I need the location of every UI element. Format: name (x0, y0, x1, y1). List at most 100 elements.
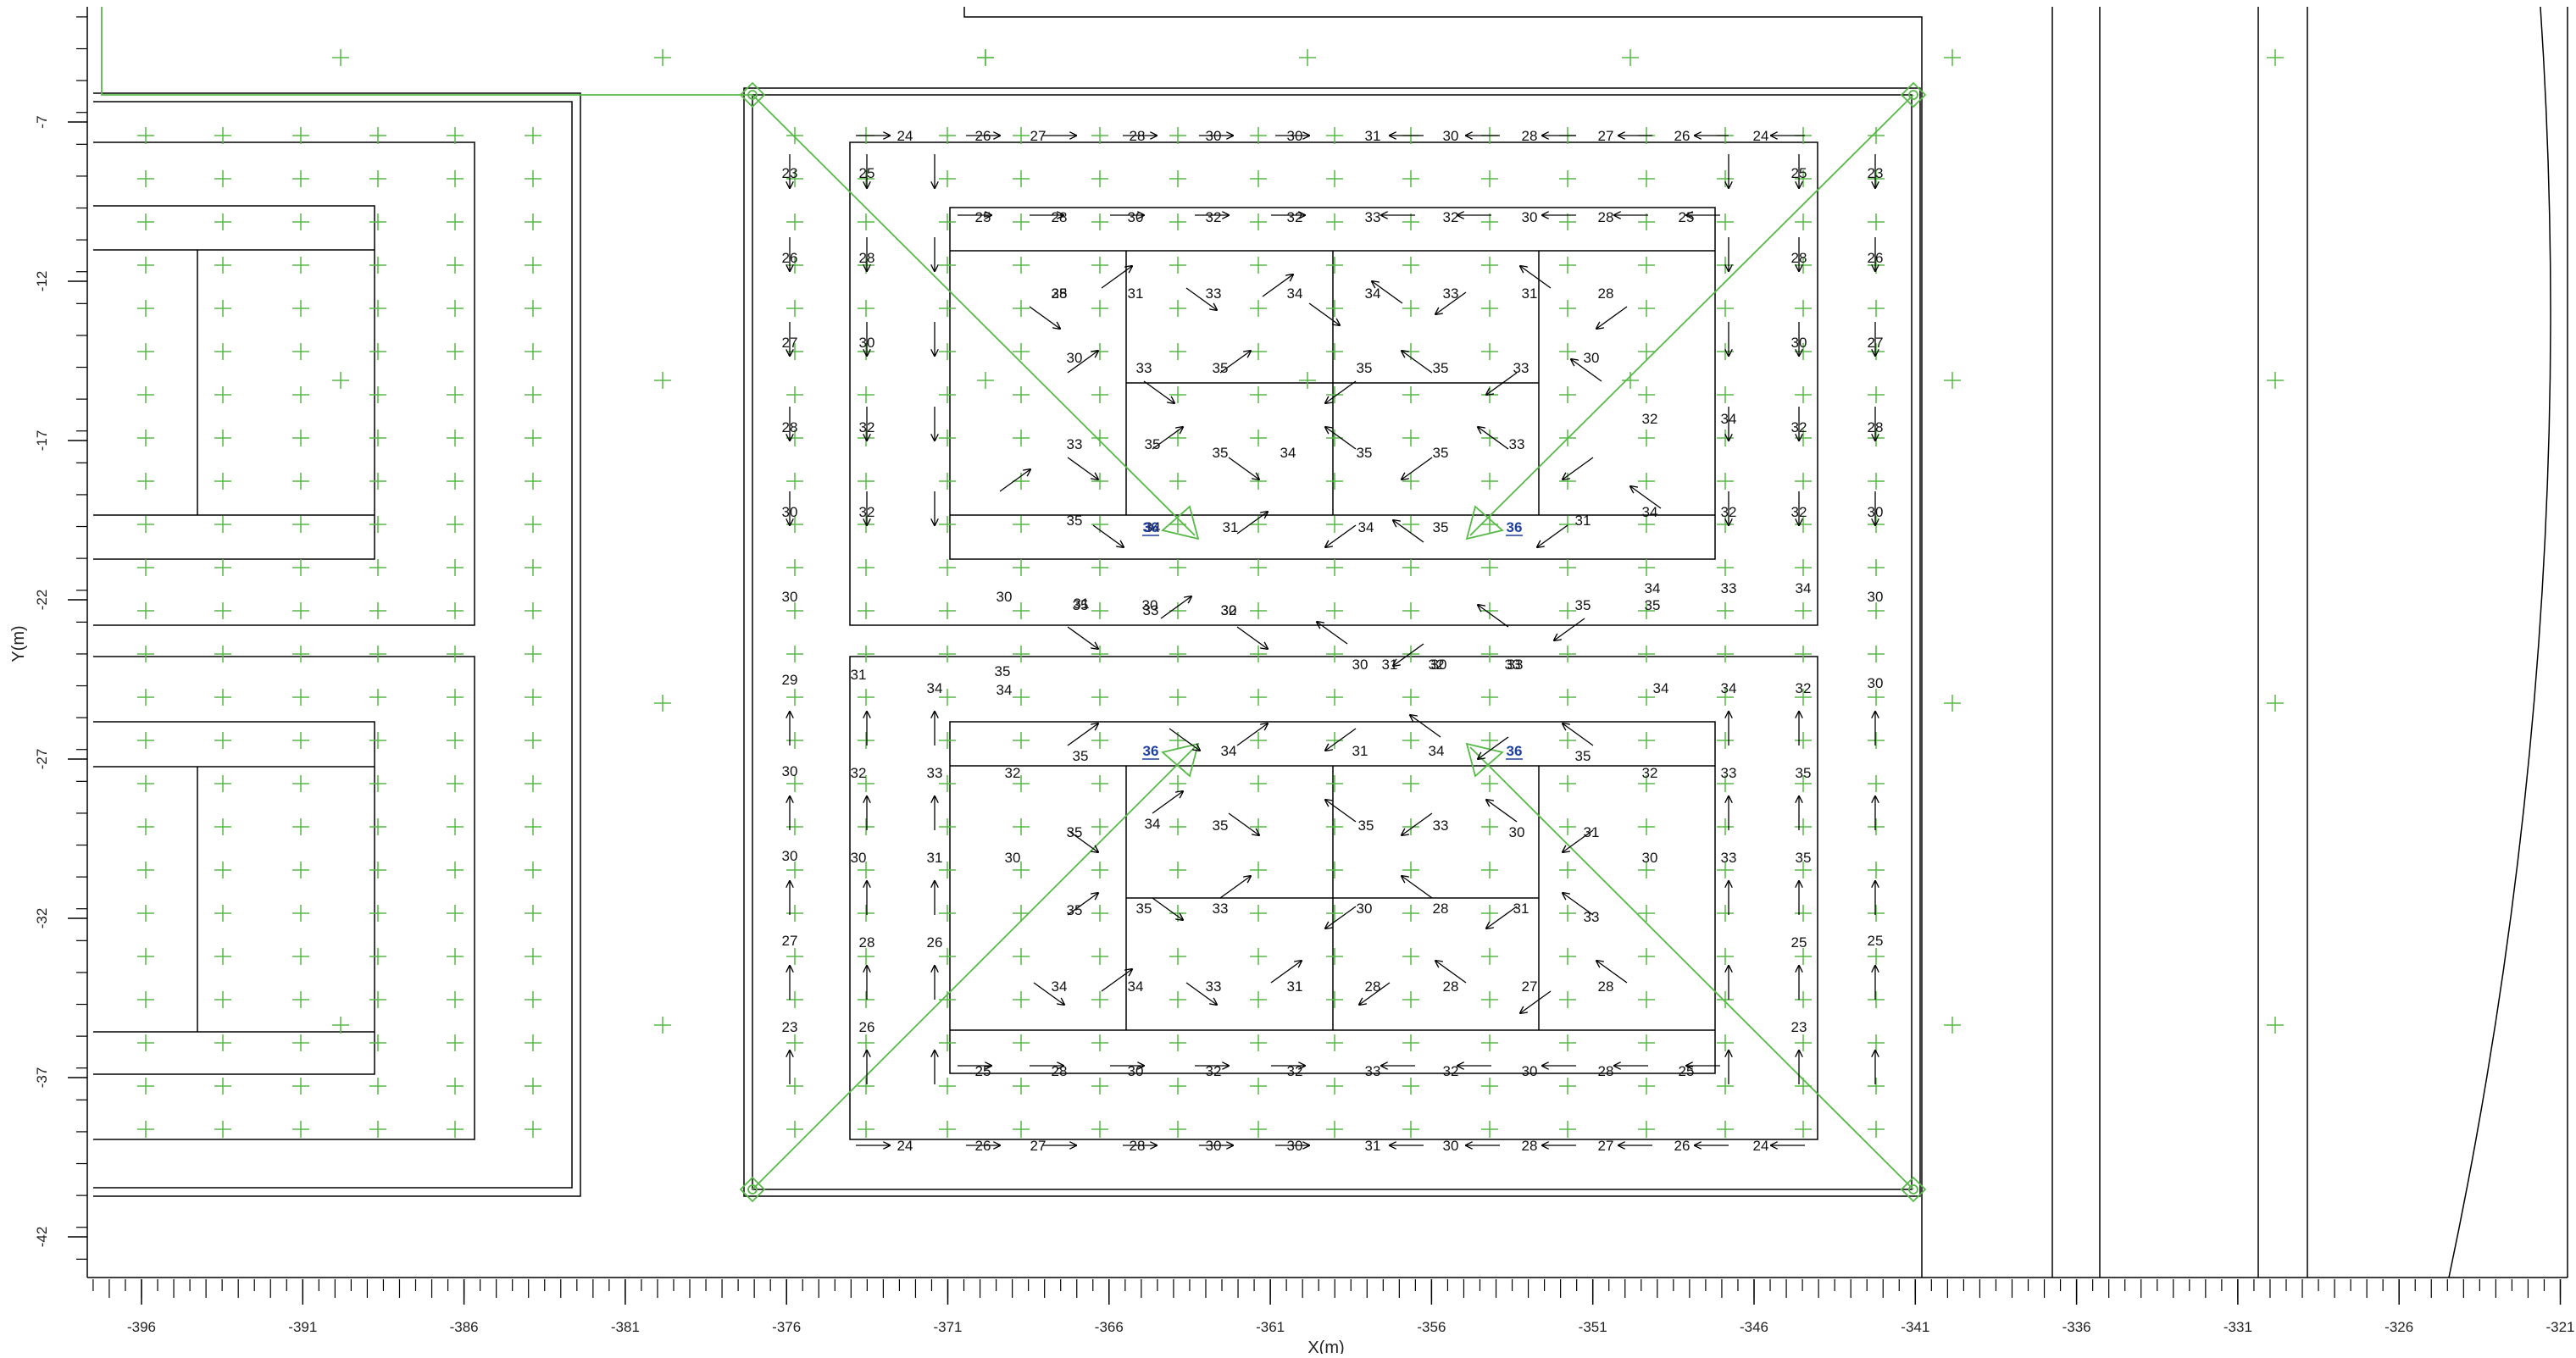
grid-marker (1638, 602, 1655, 619)
grid-marker (1326, 602, 1343, 619)
grid-marker (1013, 559, 1030, 576)
grid-marker (525, 386, 541, 403)
bay-value-label: 30 (1868, 675, 1884, 691)
grid-marker (1481, 689, 1498, 706)
grid-marker (1169, 862, 1186, 879)
grid-marker (1559, 257, 1576, 274)
grid-marker (332, 1017, 349, 1034)
grid-marker (1868, 602, 1885, 619)
grid-marker (214, 170, 231, 187)
grid-marker (1013, 602, 1030, 619)
grid-marker (214, 473, 231, 490)
grid-marker (447, 213, 464, 230)
grid-marker (1169, 1034, 1186, 1051)
grid-marker (1868, 948, 1885, 965)
bay-value-label: 24 (1753, 1138, 1769, 1154)
x-tick-label: -341 (1901, 1319, 1929, 1335)
grid-marker (1402, 948, 1419, 965)
grid-marker (1091, 1078, 1108, 1095)
grid-marker (214, 430, 231, 446)
grid-marker (1013, 430, 1030, 446)
grid-marker (1795, 732, 1812, 749)
flow-arrow (1359, 982, 1391, 1005)
flow-arrow (1563, 893, 1594, 916)
grid-marker (214, 300, 231, 317)
grid-marker (786, 948, 803, 965)
bay-value-label: 30 (1005, 850, 1021, 866)
grid-marker (214, 1121, 231, 1138)
grid-marker (1559, 775, 1576, 792)
flow-arrow (1228, 457, 1259, 479)
grid-marker (1402, 559, 1419, 576)
grid-marker (1638, 689, 1655, 706)
grid-marker (1169, 343, 1186, 360)
grid-marker (525, 775, 541, 792)
x-tick-label: -326 (2384, 1319, 2413, 1335)
grid-marker (525, 905, 541, 922)
grid-marker (447, 386, 464, 403)
grid-marker (214, 1078, 231, 1095)
bay-value-label: 30 (1791, 335, 1807, 351)
y-axis-ticks: -7-12-17-22-27-32-37-42 (34, 16, 87, 1260)
bay-value-label: 34 (1052, 978, 1068, 995)
grid-marker (1326, 343, 1343, 360)
bay-value-label: 30 (1221, 602, 1237, 618)
bay-value-label: 35 (1357, 360, 1373, 376)
bay-value-label: 25 (1791, 934, 1807, 951)
grid-marker (292, 646, 309, 662)
grid-marker (447, 646, 464, 662)
bay-value-label: 33 (1721, 850, 1737, 866)
grid-marker (858, 775, 874, 792)
grid-marker (447, 300, 464, 317)
grid-marker (214, 991, 231, 1008)
bay-value-label: 32 (1642, 765, 1658, 781)
bay-value-label: 35 (1645, 597, 1661, 613)
grid-marker (786, 1078, 803, 1095)
flow-arrow (1410, 715, 1441, 738)
lower-core-outline (949, 721, 1716, 1074)
grid-marker (1795, 689, 1812, 706)
flow-arrow (1563, 829, 1594, 852)
grid-marker (447, 689, 464, 706)
grid-marker (1250, 127, 1267, 144)
bay-value-label: 34 (1358, 519, 1374, 535)
grid-marker (525, 343, 541, 360)
flow-arrow (1325, 427, 1357, 450)
grid-marker (292, 430, 309, 446)
bay-value-label: 34 (1145, 519, 1161, 535)
grid-marker (525, 1034, 541, 1051)
bay-value-label: 34 (997, 682, 1013, 698)
grid-marker (1091, 430, 1108, 446)
left-upper-inner-block (93, 205, 375, 560)
flow-arrow (1372, 281, 1403, 304)
bay-value-label: 30 (1206, 1138, 1222, 1154)
grid-marker (1559, 991, 1576, 1008)
grid-marker (1559, 213, 1576, 230)
grid-marker (369, 300, 386, 317)
grid-marker (1868, 127, 1885, 144)
grid-marker (447, 905, 464, 922)
bay-value-label: 34 (1429, 743, 1445, 759)
grid-marker (292, 127, 309, 144)
grid-marker (1638, 1078, 1655, 1095)
bay-value-label: 34 (1796, 580, 1812, 596)
grid-marker (1638, 559, 1655, 576)
grid-marker (137, 1034, 154, 1051)
grid-marker (1326, 862, 1343, 879)
grid-marker (1717, 862, 1734, 879)
bay-value-label: 35 (1433, 360, 1449, 376)
grid-marker (1622, 372, 1639, 389)
grid-marker (939, 732, 956, 749)
x-axis-ticks: -396-391-386-381-376-371-366-361-356-351… (92, 1279, 2575, 1335)
grid-marker (292, 170, 309, 187)
grid-marker (858, 386, 874, 403)
grid-marker (1559, 170, 1576, 187)
green-diagonal-nw (752, 94, 1196, 536)
flow-arrow (1435, 291, 1467, 314)
x-axis-label: X(m) (1307, 1339, 1344, 1354)
grid-marker (1169, 559, 1186, 576)
grid-marker (1250, 1121, 1267, 1138)
bay-value-label: 34 (1365, 285, 1381, 302)
flow-arrow (1537, 524, 1568, 547)
green-arrowhead-se (1465, 742, 1504, 778)
